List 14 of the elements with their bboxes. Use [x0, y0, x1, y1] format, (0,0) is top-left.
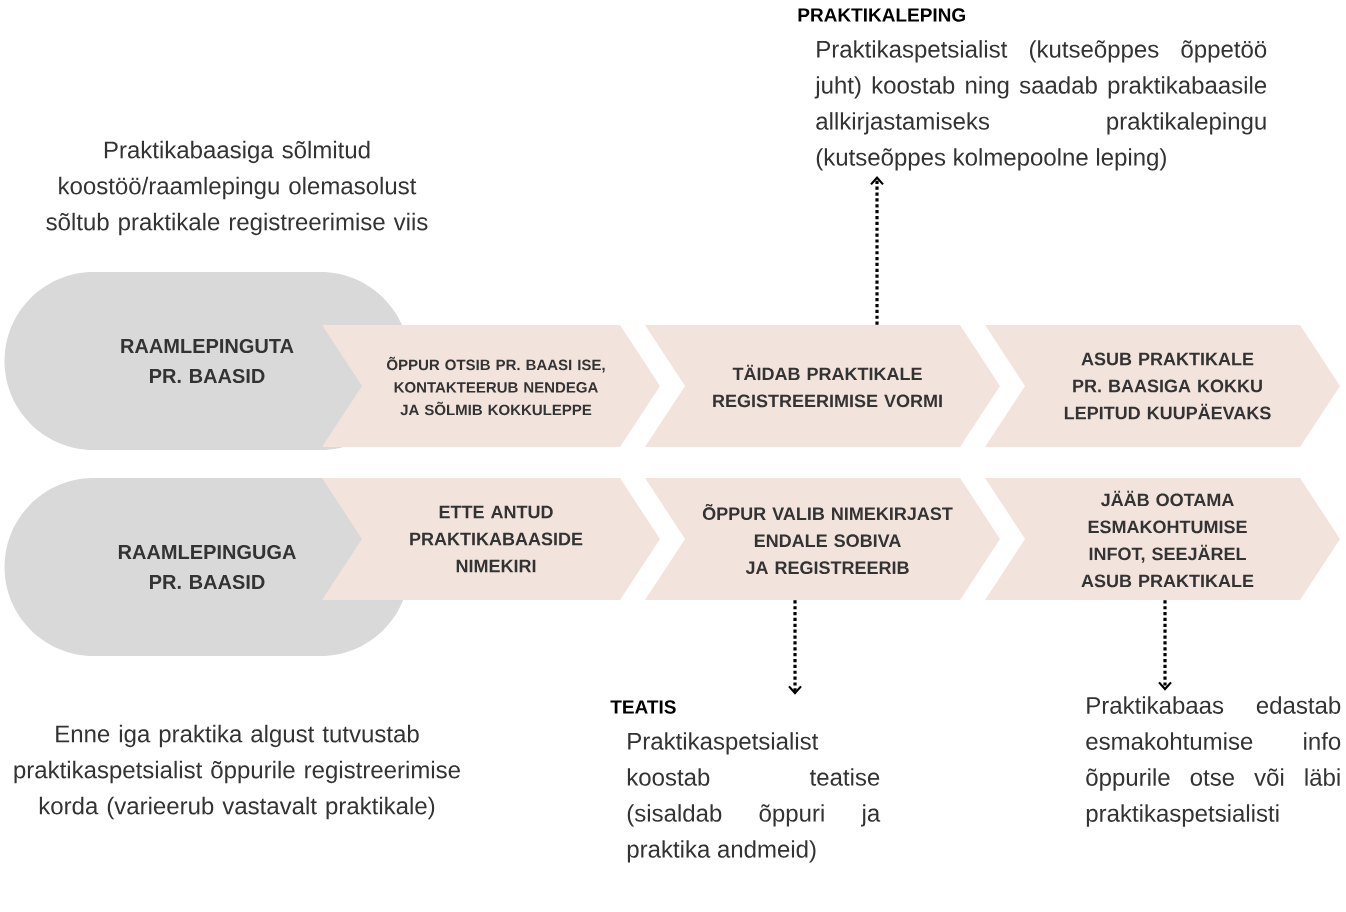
chevron-step: JÄÄB OOTAMA ESMAKOHTUMISE INFOT, SEEJÄREL ASUB PRAKTIKALE: [985, 478, 1340, 600]
note-text: PRAKTIKALEPING Praktikaspetsialist (kutseõppes õppetöö juht) koostab ning saadab praktikabaasile allkirjastamiseks praktikalepingu (kutseõppes kolmepoolne leping): [798, 8, 1267, 171]
chevron-step: TÄIDAB PRAKTIKALE REGISTREERIMISE VORMI: [645, 325, 1000, 447]
caption-text: Enne iga praktika algust tutvustab praktikaspetsialist õppurile registreerimise korda (varieerub vastavalt praktikale): [14, 724, 460, 820]
chevron-step: ASUB PRAKTIKALE PR. BAASIGA KOKKU LEPITUD KUUPÄEVAKS: [985, 325, 1340, 447]
dotted-arrow: [788, 600, 802, 695]
dotted-arrow: [1158, 600, 1172, 691]
chevron-step: ÕPPUR OTSIB PR. BAASI ISE, KONTAKTEERUB NENDEGA JA SÕLMIB KOKKULEPPE: [322, 325, 660, 447]
caption-text: Praktikabaasiga sõlmitud koostöö/raamlepingu olemasolust sõltub praktikale registreerimise viis: [46, 140, 428, 236]
note-text: Praktikabaas edastab esmakohtumise info õppurile otse või läbi praktikaspetsialisti: [1086, 696, 1341, 827]
dotted-arrow: [870, 176, 884, 325]
note-text: TEATIS Praktikaspetsialist koostab teatise (sisaldab õppuri ja praktika andmeid): [610, 700, 881, 863]
chevron-step: ÕPPUR VALIB NIMEKIRJAST ENDALE SOBIVA JA REGISTREERIB: [645, 478, 1000, 600]
chevron-step: ETTE ANTUD PRAKTIKABAASIDE NIMEKIRI: [322, 478, 660, 600]
